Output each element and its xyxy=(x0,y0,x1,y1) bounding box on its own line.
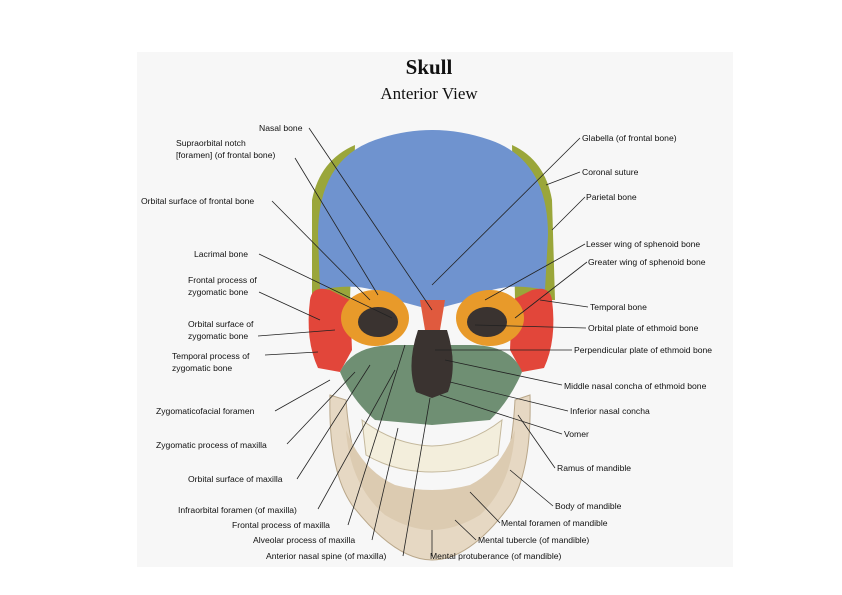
label-anterior-nasal-spine: Anterior nasal spine (of maxilla) xyxy=(266,551,387,561)
label-frontal-process-maxilla: Frontal process of maxilla xyxy=(232,520,330,530)
label-inferior-nasal-concha: Inferior nasal concha xyxy=(570,406,650,416)
frontal-shape xyxy=(318,130,548,310)
label-parietal-bone: Parietal bone xyxy=(586,192,637,202)
label-coronal-suture: Coronal suture xyxy=(582,167,639,177)
label-orbital-plate-ethmoid: Orbital plate of ethmoid bone xyxy=(588,323,699,333)
label-orbital-surface-zygomatic-2: zygomatic bone xyxy=(188,331,249,341)
label-mental-foramen: Mental foramen of mandible xyxy=(501,518,608,528)
nasal-cavity xyxy=(411,330,453,398)
diagram-subtitle: Anterior View xyxy=(380,84,478,103)
label-vomer: Vomer xyxy=(564,429,589,439)
label-greater-wing-sphenoid: Greater wing of sphenoid bone xyxy=(588,257,706,267)
label-infraorbital-foramen: Infraorbital foramen (of maxilla) xyxy=(178,505,297,515)
orbit-left-inner xyxy=(358,307,398,337)
label-temporal-bone: Temporal bone xyxy=(590,302,647,312)
diagram-title: Skull xyxy=(405,55,453,79)
label-orbital-surface-zygomatic-1: Orbital surface of xyxy=(188,319,254,329)
label-glabella: Glabella (of frontal bone) xyxy=(582,133,677,143)
label-body-mandible: Body of mandible xyxy=(555,501,622,511)
label-nasal-bone: Nasal bone xyxy=(259,123,303,133)
label-temporal-process-1: Temporal process of xyxy=(172,351,250,361)
label-zygomaticofacial-foramen: Zygomaticofacial foramen xyxy=(156,406,255,416)
leader-lines xyxy=(257,127,589,557)
orbit-right-inner xyxy=(467,307,507,337)
label-perpendicular-plate-ethmoid: Perpendicular plate of ethmoid bone xyxy=(574,345,713,355)
label-lesser-wing-sphenoid: Lesser wing of sphenoid bone xyxy=(586,239,701,249)
label-orbital-surface-maxilla: Orbital surface of maxilla xyxy=(188,474,283,484)
label-supraorbital-notch: Supraorbital notch xyxy=(176,138,246,148)
label-orbital-surface-frontal: Orbital surface of frontal bone xyxy=(141,196,255,206)
label-frontal-process-zygomatic-2: zygomatic bone xyxy=(188,287,249,297)
label-mental-tubercle: Mental tubercle (of mandible) xyxy=(478,535,590,545)
label-mental-protuberance: Mental protuberance (of mandible) xyxy=(430,551,562,561)
label-temporal-process-2: zygomatic bone xyxy=(172,363,233,373)
label-frontal-process-zygomatic-1: Frontal process of xyxy=(188,275,257,285)
label-middle-nasal-concha: Middle nasal concha of ethmoid bone xyxy=(564,381,707,391)
label-ramus-mandible: Ramus of mandible xyxy=(557,463,632,473)
nasal-bone-shape xyxy=(420,300,445,330)
label-lacrimal-bone: Lacrimal bone xyxy=(194,249,248,259)
label-supraorbital-foramen: [foramen] (of frontal bone) xyxy=(176,150,276,160)
label-alveolar-process: Alveolar process of maxilla xyxy=(253,535,356,545)
mandible-front xyxy=(346,430,515,530)
teeth-row xyxy=(361,418,503,473)
label-zygomatic-process-maxilla: Zygomatic process of maxilla xyxy=(156,440,267,450)
